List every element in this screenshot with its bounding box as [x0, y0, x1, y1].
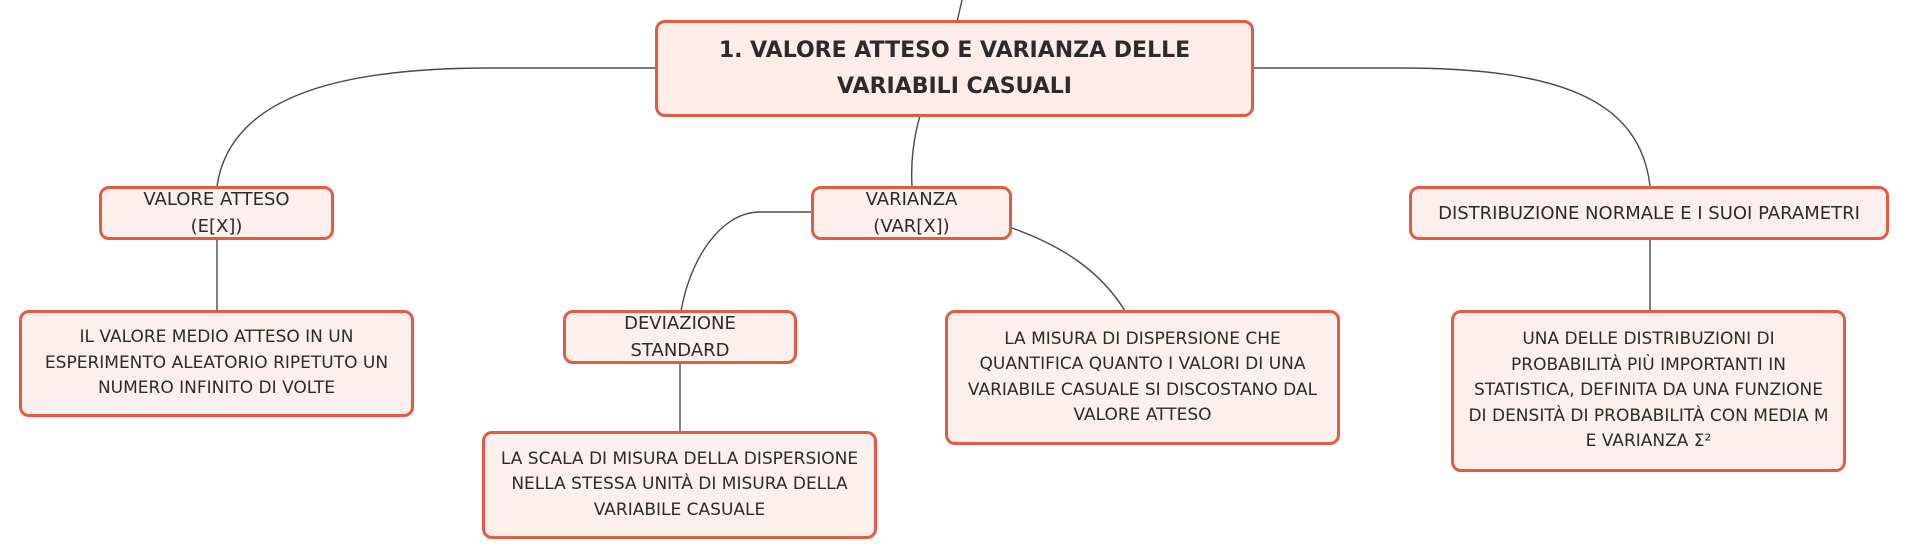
expected-value-definition[interactable]: IL VALORE MEDIO ATTESO IN UN ESPERIMENTO…: [19, 310, 414, 417]
expected-value-definition-text: IL VALORE MEDIO ATTESO IN UN ESPERIMENTO…: [44, 327, 389, 399]
topic-variance-label: VARIANZA (VAR[X]): [865, 189, 958, 237]
connector-root-to-normal-distribution: [1252, 67, 1651, 187]
normal-distribution-definition[interactable]: UNA DELLE DISTRIBUZIONI DI PROBABILITÀ P…: [1451, 310, 1846, 472]
connector-root-to-variance: [911, 115, 921, 187]
variance-definition[interactable]: LA MISURA DI DISPERSIONE CHE QUANTIFICA …: [945, 310, 1340, 445]
topic-variance[interactable]: VARIANZA (VAR[X]): [811, 186, 1012, 240]
topic-standard-deviation[interactable]: DEVIAZIONE STANDARD: [563, 310, 797, 364]
root-topic-node[interactable]: 1. VALORE ATTESO E VARIANZA DELLE VARIAB…: [655, 20, 1254, 117]
topic-standard-deviation-label: DEVIAZIONE STANDARD: [624, 313, 736, 361]
connector-variance-to-definition: [1011, 227, 1126, 312]
topic-normal-distribution[interactable]: DISTRIBUZIONE NORMALE E I SUOI PARAMETRI: [1409, 186, 1889, 240]
standard-deviation-definition[interactable]: LA SCALA DI MISURA DELLA DISPERSIONE NEL…: [482, 431, 877, 539]
normal-distribution-definition-text: UNA DELLE DISTRIBUZIONI DI PROBABILITÀ P…: [1468, 329, 1829, 452]
connector-incoming: [956, 0, 963, 23]
standard-deviation-definition-text: LA SCALA DI MISURA DELLA DISPERSIONE NEL…: [500, 448, 859, 520]
topic-normal-distribution-label: DISTRIBUZIONE NORMALE E I SUOI PARAMETRI: [1438, 202, 1860, 224]
root-topic-label: 1. VALORE ATTESO E VARIANZA DELLE VARIAB…: [718, 38, 1191, 99]
connector-root-to-expected-value: [216, 67, 655, 187]
topic-expected-value[interactable]: VALORE ATTESO (E[X]): [99, 186, 334, 240]
connector-variance-to-standard-deviation: [680, 211, 812, 312]
variance-definition-text: LA MISURA DI DISPERSIONE CHE QUANTIFICA …: [967, 328, 1318, 426]
topic-expected-value-label: VALORE ATTESO (E[X]): [143, 189, 290, 237]
